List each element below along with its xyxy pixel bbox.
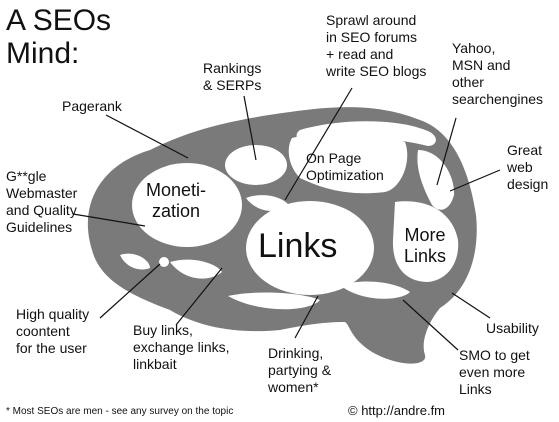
right-fold-hole-2 — [392, 201, 459, 282]
more-links-label: More Links — [404, 225, 447, 266]
links-hole — [246, 201, 374, 295]
brain-dot — [159, 257, 169, 267]
sprawl-line — [284, 87, 353, 201]
upper-fold-hole — [296, 121, 436, 146]
usability-callout: Usability — [486, 320, 539, 336]
yahoo-line — [436, 117, 457, 186]
bottom-fold-hole-2 — [340, 281, 410, 299]
webdesign-line — [449, 169, 501, 192]
pagerank-callout: Pagerank — [62, 98, 122, 114]
drinking-line — [294, 295, 319, 339]
bottom-fold-hole-1 — [228, 292, 320, 310]
links-label: Links — [258, 227, 338, 265]
diagram-title: A SEOs Mind: — [6, 4, 112, 70]
guidelines-callout: G**gle Webmaster and Quality Guidelines — [6, 168, 78, 235]
webdesign-callout: Great web design — [507, 142, 549, 192]
right-fold-hole-1 — [417, 150, 455, 210]
yahoo-callout: Yahoo, MSN and other searchengines — [452, 40, 544, 107]
content-line — [99, 263, 161, 319]
drinking-callout: Drinking, partying & women* — [268, 345, 332, 395]
smo-callout: SMO to get even more Links — [459, 347, 530, 397]
lower-left-fold-hole — [120, 253, 150, 270]
callout-lines — [72, 87, 501, 351]
on-page-label: On Page Optimization — [306, 150, 384, 183]
rankings-callout: Rankings & SERPs — [203, 60, 262, 93]
buy-links-callout: Buy links, exchange links, linkbait — [133, 322, 230, 372]
footnote: * Most SEOs are men - see any survey on … — [6, 406, 234, 417]
guidelines-line — [72, 213, 146, 227]
pagerank-line — [105, 114, 189, 159]
monetization-label: Moneti- zation — [146, 180, 207, 221]
sprawl-callout: Sprawl around in SEO forums + read and w… — [326, 12, 427, 79]
monetization-hole — [132, 163, 242, 247]
usability-line — [451, 292, 491, 319]
on-page-hole — [288, 131, 408, 194]
copyright: © http://andre.fm — [348, 403, 446, 418]
content-callout: High quality coontent for the user — [16, 306, 90, 356]
buy-links-fold-hole — [170, 259, 222, 279]
buy-links-line — [175, 267, 223, 326]
rankings-hole — [225, 145, 287, 185]
smo-line — [402, 299, 459, 351]
rankings-line — [243, 95, 257, 161]
center-fold-hole — [246, 195, 288, 211]
